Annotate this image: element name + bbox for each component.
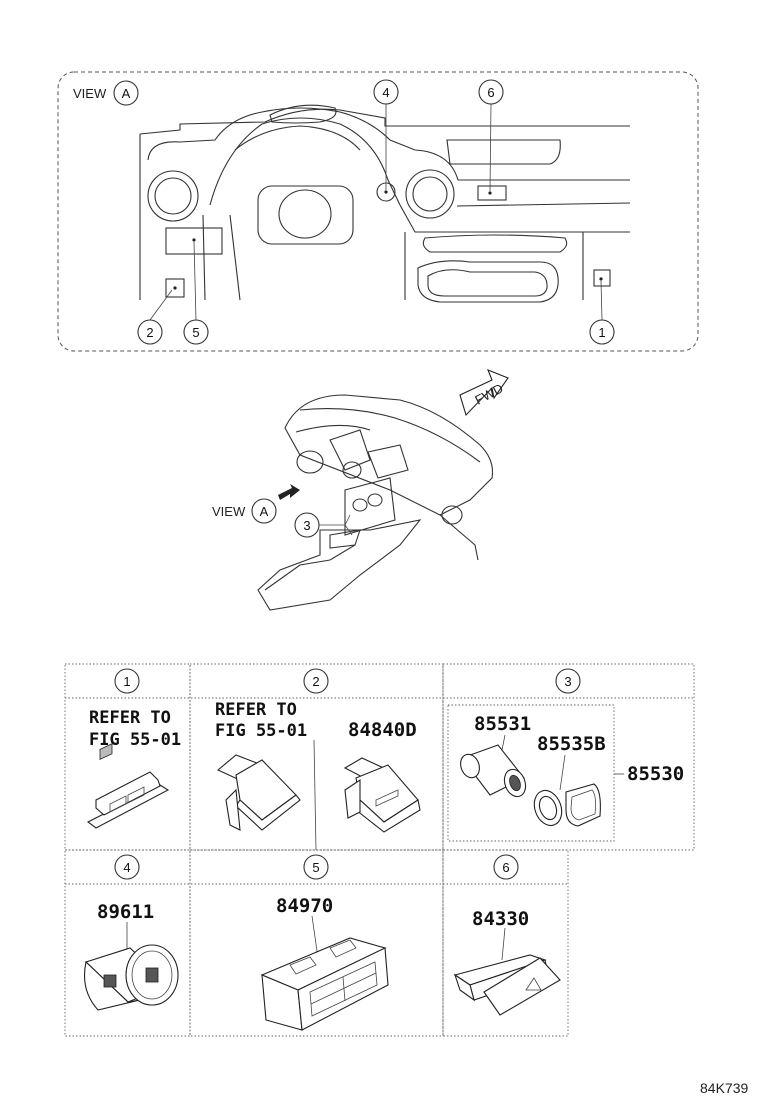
cell-5: 84970 [260,895,389,1031]
callout-6: 6 [478,79,504,105]
table-header-1: 1 [114,668,140,694]
svg-text:4: 4 [123,860,130,875]
cell-2-ref-line-1: REFER TO [215,700,297,720]
cell-6: 84330 [453,908,561,1016]
table-header-5: 5 [303,854,329,880]
cell-1-ref-line-2: FIG 55-01 [89,730,181,750]
callout-3-iso: 3 [294,512,353,538]
view-a-label: VIEW [73,86,107,101]
table-header-6: 6 [493,854,519,880]
cell-6-part-number: 84330 [472,908,529,930]
cell-3: 85531 85535B 85530 [447,704,684,842]
svg-text:3: 3 [564,674,571,689]
switch-block-illustration [260,937,389,1031]
power-outlet-socket-illustration [460,744,527,798]
figure-code: 84K739 [700,1080,748,1096]
callout-4: 4 [373,79,399,105]
isometric-dashboard: FWD VIEW A 3 [212,369,509,611]
svg-text:4: 4 [382,85,389,100]
svg-text:2: 2 [146,325,153,340]
view-a-arrow-label: VIEW [212,504,246,519]
svg-text:3: 3 [303,518,310,533]
outlet-cap-illustration [533,783,601,827]
hazard-switch-illustration [453,954,561,1016]
start-button-illustration [83,944,179,1011]
table-header-2: 2 [303,668,329,694]
callout-1: 1 [589,319,615,345]
cell-4: 89611 [83,901,179,1011]
cell-4-part-number: 89611 [97,901,154,923]
dashboard-outline [139,104,631,303]
view-a-letter: A [122,86,131,101]
table-header-3: 3 [555,668,581,694]
fwd-arrow: FWD [459,369,509,417]
svg-text:2: 2 [312,674,319,689]
svg-text:1: 1 [598,325,605,340]
cell-3-part-85531: 85531 [474,713,531,735]
view-a-panel: VIEW A [57,71,699,352]
cell-1-ref-line-1: REFER TO [89,708,171,728]
cell-3-part-85530: 85530 [627,763,684,785]
cell-5-part-number: 84970 [276,895,333,917]
parts-table: 1 2 3 4 5 6 REFER TO FIG 55-01 REFER TO … [64,663,695,1037]
svg-text:6: 6 [502,860,509,875]
svg-text:5: 5 [192,325,199,340]
switch-2-ref-illustration [216,754,301,831]
svg-text:1: 1 [123,674,130,689]
switch-panel-1-illustration [86,743,170,829]
cell-2: REFER TO FIG 55-01 84840D [215,700,421,851]
cell-3-part-85535b: 85535B [537,733,606,755]
callout-5: 5 [183,319,209,345]
cell-2-part-number: 84840D [348,719,417,741]
cell-1: REFER TO FIG 55-01 [86,708,181,829]
table-header-4: 4 [114,854,140,880]
callout-2: 2 [137,319,163,345]
svg-text:5: 5 [312,860,319,875]
view-a-arrow-letter: A [260,504,269,519]
switch-84840d-illustration [343,757,421,833]
cell-2-ref-line-2: FIG 55-01 [215,721,307,741]
fwd-label: FWD [472,381,505,408]
svg-text:6: 6 [487,85,494,100]
